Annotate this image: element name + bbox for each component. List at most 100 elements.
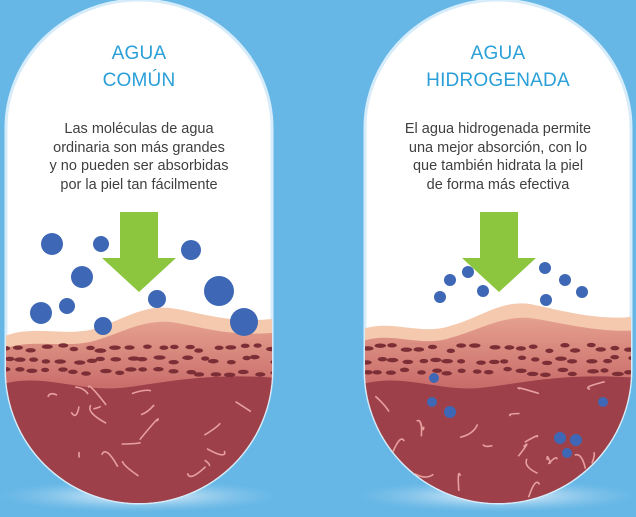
skin-cell xyxy=(127,356,140,361)
panel-description-left-line-4: por la piel tan fácilmente xyxy=(60,176,218,193)
vein-line xyxy=(262,431,272,445)
skin-cell xyxy=(489,345,501,350)
molecule-large xyxy=(181,240,201,260)
vein-line xyxy=(459,424,479,439)
skin-cell xyxy=(456,343,467,348)
down-arrow-icon-left xyxy=(102,212,176,292)
skin-cell xyxy=(488,359,500,365)
vein-line xyxy=(206,447,226,456)
vein-line xyxy=(89,404,107,424)
vein-line xyxy=(47,392,58,398)
skin-cell xyxy=(441,371,452,376)
skin-cell xyxy=(58,367,68,372)
skin-cell xyxy=(541,360,553,366)
panel-title-right-line-1: AGUA xyxy=(470,43,526,64)
skin-cell xyxy=(500,359,509,364)
skin-cell xyxy=(237,369,249,375)
skin-cell xyxy=(153,355,166,360)
skin-cell xyxy=(54,359,66,364)
molecule-large xyxy=(59,298,75,314)
skin-cell xyxy=(372,370,382,375)
skin-cell xyxy=(515,368,527,374)
vein-line xyxy=(70,406,80,417)
skin-cell xyxy=(29,357,39,362)
skin-cell xyxy=(41,367,50,373)
molecule-small xyxy=(562,448,572,458)
vein-line xyxy=(263,459,272,467)
panel-description-right-line-3: que también hidrata la piel xyxy=(412,158,584,174)
molecule-small xyxy=(554,432,566,444)
panel-description-left: Las moléculas de agua ordinaria son más … xyxy=(19,120,259,194)
skin-cell xyxy=(417,370,426,375)
vein-line xyxy=(139,418,159,441)
skin-cell xyxy=(377,356,388,362)
molecule-small xyxy=(477,285,489,297)
skin-cell xyxy=(526,371,539,377)
down-arrow-icon-right xyxy=(462,212,536,292)
skin-cell xyxy=(255,372,266,377)
skin-cell xyxy=(365,360,372,365)
skin-cell xyxy=(419,358,429,364)
vein-line xyxy=(131,389,152,395)
vein-line xyxy=(203,422,221,436)
skin-cell xyxy=(115,370,125,376)
skin-cell xyxy=(476,360,486,365)
skin-cell xyxy=(143,344,152,349)
vein-line xyxy=(121,441,141,445)
skin-cell xyxy=(446,348,456,354)
skin-cell xyxy=(413,347,425,352)
panel-title-left: AGUA COMÚN xyxy=(39,40,239,94)
skin-cell xyxy=(515,346,526,351)
skin-cell xyxy=(624,370,631,375)
skin-cell xyxy=(193,372,205,377)
skin-cell xyxy=(531,357,540,362)
panel-description-left-line-2: ordinaria son más grandes xyxy=(53,139,225,156)
vein-line xyxy=(574,453,587,469)
skin-cell xyxy=(242,355,251,361)
skin-cell xyxy=(170,344,179,350)
skin-cell xyxy=(207,359,219,364)
panel-description-right: El agua hidrogenada permite una mejor ab… xyxy=(378,120,618,194)
skin-cell xyxy=(586,359,598,364)
skin-cell xyxy=(223,372,236,378)
vein-line xyxy=(527,481,541,498)
skin-cell xyxy=(12,345,23,350)
molecule-large xyxy=(93,236,109,252)
vein-line xyxy=(366,426,377,433)
skin-cell xyxy=(69,346,79,352)
skin-cell xyxy=(427,344,438,350)
panel-description-right-line-4: de forma más efectiva xyxy=(426,176,570,193)
skin-cell xyxy=(153,366,164,372)
skin-cell xyxy=(441,359,454,364)
molecule-large xyxy=(41,233,63,255)
vein-line xyxy=(121,460,139,477)
skin-cell xyxy=(168,369,179,374)
skin-cell xyxy=(159,345,169,350)
panel-title-left-line-1: AGUA xyxy=(111,43,167,64)
skin-cell xyxy=(600,368,609,373)
skin-cell xyxy=(226,360,236,365)
skin-cell xyxy=(194,348,204,353)
vein-line xyxy=(204,459,211,467)
vein-line xyxy=(632,388,636,397)
vein-line xyxy=(508,412,520,417)
molecule-small xyxy=(570,434,582,446)
vein-line xyxy=(235,401,252,413)
skin-cell xyxy=(240,343,250,349)
vein-line xyxy=(263,436,272,442)
skin-cell xyxy=(457,368,466,374)
panel-title-left-line-2: COMÚN xyxy=(102,70,176,91)
skin-cell xyxy=(249,354,260,360)
vein-line xyxy=(517,387,540,395)
molecule-large xyxy=(71,266,93,288)
skin-cell xyxy=(365,346,374,351)
skin-cell xyxy=(14,357,26,362)
skin-cell xyxy=(624,347,631,352)
panel-description-right-line-2: una mejor absorción, con lo xyxy=(408,139,588,156)
panel-description-left-line-3: y no pueden ser absorbidas xyxy=(49,158,229,174)
vein-line xyxy=(525,458,538,475)
vein-line xyxy=(101,451,119,468)
skin-cell xyxy=(468,343,481,348)
skin-cell xyxy=(387,343,397,348)
